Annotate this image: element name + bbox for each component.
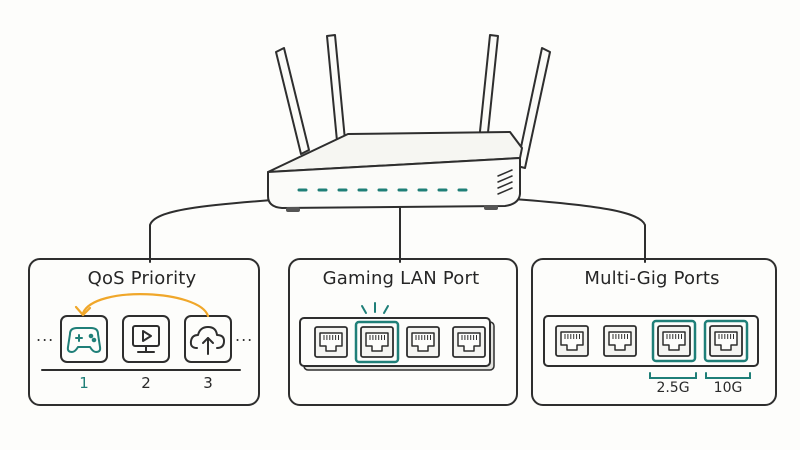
priority-arrow [74, 293, 210, 318]
qos-priority-label: 1 [79, 374, 89, 392]
media-player-icon [132, 325, 160, 353]
ethernet-port-highlighted [354, 320, 400, 364]
speed-label-10g: 10G [713, 380, 743, 396]
antenna-icon [275, 34, 551, 169]
qos-priority-label: 2 [141, 374, 151, 392]
multigig-panel-title: Multi-Gig Ports [584, 268, 720, 289]
connector-lines [149, 197, 646, 263]
gaming-lan-ports [314, 320, 486, 364]
ethernet-port [406, 326, 440, 358]
multigig-ports [555, 319, 749, 363]
qos-more-right: ... [235, 326, 254, 345]
qos-panel-graphics [41, 293, 241, 371]
ethernet-port-highlighted [651, 319, 697, 363]
multigig-panel-graphics [543, 315, 759, 379]
qos-priority-label: 3 [203, 374, 213, 392]
gaming-panel-title: Gaming LAN Port [322, 268, 480, 289]
speed-label-2-5g: 2.5G [656, 380, 690, 396]
ethernet-port [555, 325, 589, 357]
qos-more-left: ... [36, 326, 55, 345]
qos-panel-title: QoS Priority [87, 268, 197, 289]
ethernet-port [603, 325, 637, 357]
speed-brackets [649, 372, 751, 379]
router-illustration [267, 34, 551, 212]
gaming-panel-graphics [299, 302, 495, 371]
highlight-rays [361, 302, 389, 314]
ethernet-port-highlighted [703, 319, 749, 363]
ethernet-port [452, 326, 486, 358]
gamepad-icon [66, 327, 102, 353]
cloud-upload-icon [189, 326, 225, 355]
ethernet-port [314, 326, 348, 358]
